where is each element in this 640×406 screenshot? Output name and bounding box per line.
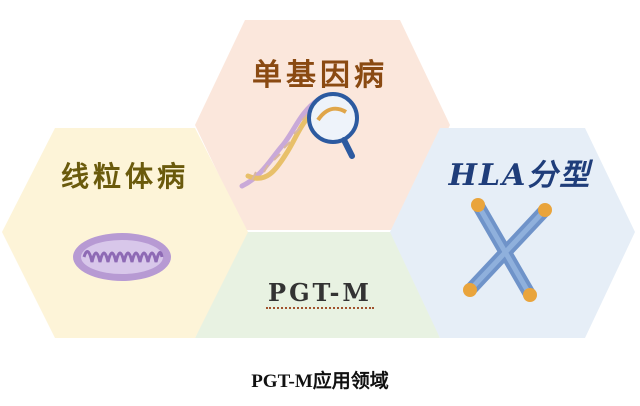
pgt-m-text: PGT-M — [266, 278, 374, 309]
hexagon-left-label: 线粒体病 — [60, 160, 189, 193]
hexagon-left — [2, 128, 248, 338]
chromosome-icon — [463, 198, 552, 302]
hexagon-center — [195, 232, 440, 338]
hexagon-right — [390, 128, 635, 338]
dna-magnifier-icon — [239, 92, 359, 189]
mitochondrion-icon — [73, 233, 171, 281]
figure-caption: PGT-M应用领域 — [251, 371, 389, 392]
hexagon-center-label: PGT-M — [230, 278, 410, 309]
hexagon-top-label: 单基因病 — [252, 58, 388, 93]
hexagon-right-label: HLA分型 — [448, 158, 592, 193]
